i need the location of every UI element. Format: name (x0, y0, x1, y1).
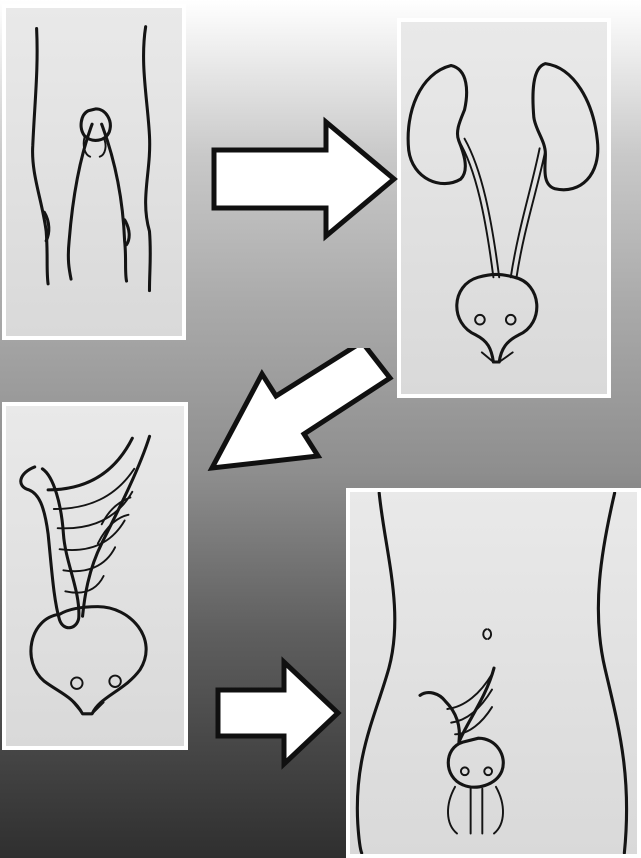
bladder-ureter-drawing (6, 406, 184, 746)
panel-pelvis-organs (346, 488, 641, 858)
panel-lower-body (2, 4, 186, 340)
pelvis-organs-drawing (350, 492, 637, 854)
panel-bladder-ureter (2, 402, 188, 750)
panel-urinary-system (397, 18, 611, 398)
arrow-right-top (208, 116, 400, 242)
arrow-right-bottom (212, 654, 344, 772)
lower-body-drawing (6, 8, 182, 336)
urinary-system-drawing (401, 22, 607, 394)
arrow-down-left (200, 348, 396, 498)
